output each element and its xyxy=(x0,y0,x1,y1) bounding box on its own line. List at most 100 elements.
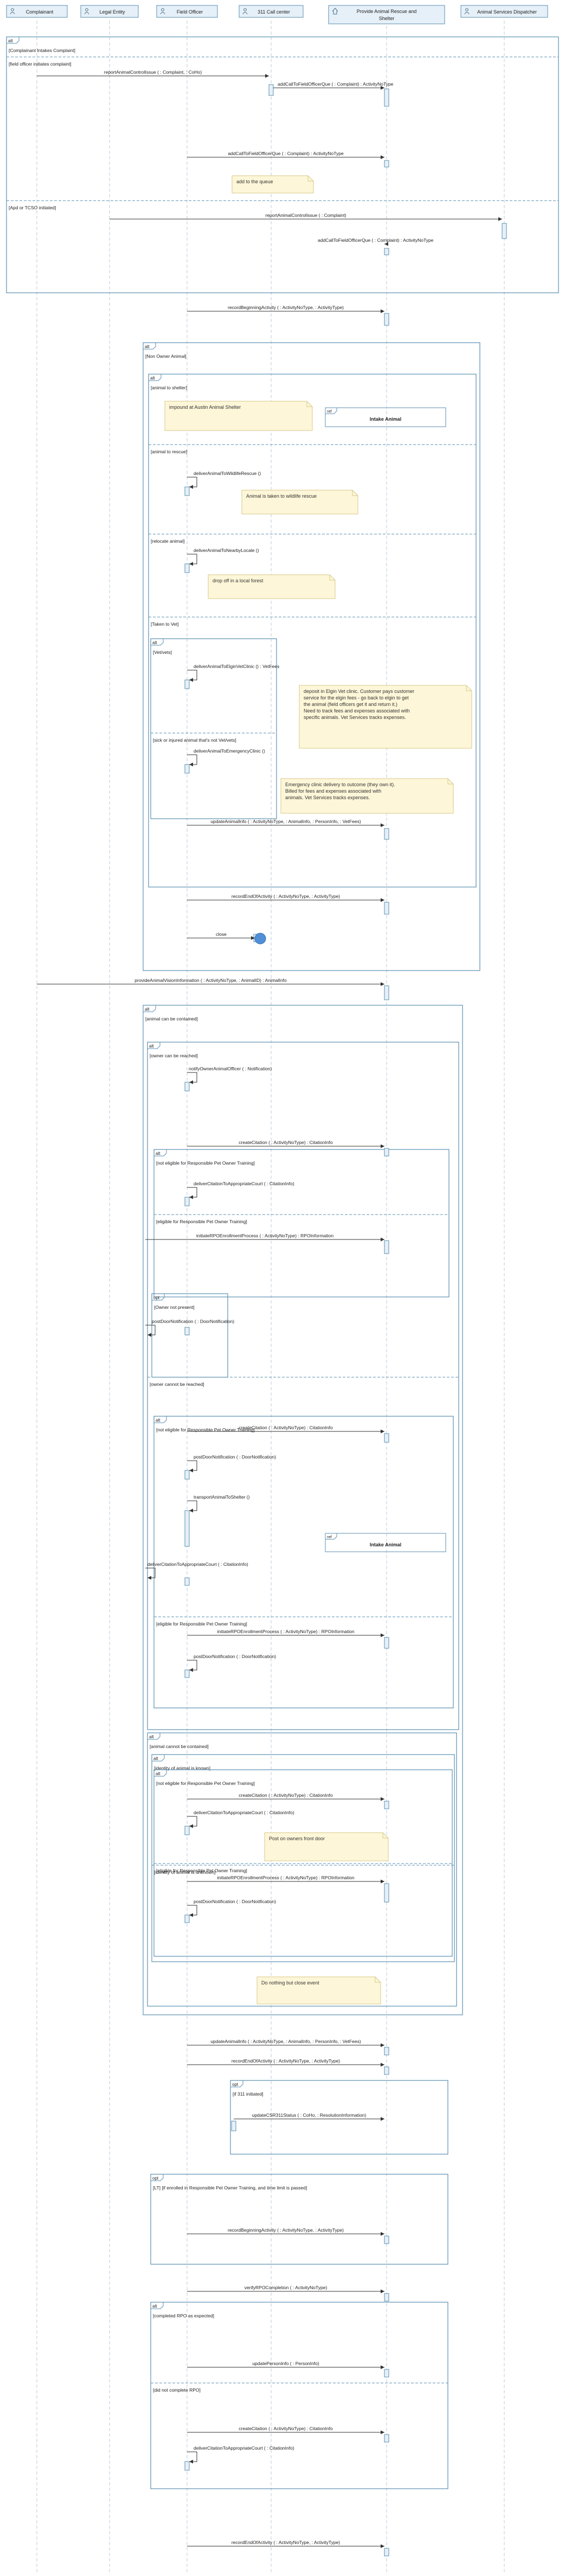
frame-guard: [eligible for Responsible Pet Owner Trai… xyxy=(156,1621,247,1627)
message-label: createCitation ( : ActivityNoType) : Cit… xyxy=(239,1425,333,1430)
activation-bar xyxy=(384,902,389,915)
frame-border xyxy=(150,2174,448,2265)
note-n7: Post on owners front door xyxy=(264,1832,389,1861)
activation-bar xyxy=(384,1637,389,1649)
note-body xyxy=(208,574,336,599)
frame-tag: alt xyxy=(152,2304,157,2309)
arrowhead xyxy=(189,762,193,767)
person-icon xyxy=(465,8,468,11)
ref-tag-box xyxy=(325,1533,337,1540)
note-text: drop off in a local forest xyxy=(213,578,264,583)
activations xyxy=(184,84,507,2556)
message-m20: createCitation ( : ActivityNoType) : Cit… xyxy=(187,1425,384,1434)
frame-guard: [not eligible for Responsible Pet Owner … xyxy=(156,1427,255,1432)
frame-tag: alt xyxy=(150,376,155,381)
note-fold xyxy=(307,176,313,182)
arrowhead xyxy=(381,309,384,313)
frame-tag-box xyxy=(152,1755,165,1762)
note-body xyxy=(256,1976,381,2005)
frame-guard: [identity of animal is known] xyxy=(154,1765,210,1771)
frame-tag-box xyxy=(154,1416,167,1423)
participant-name: Complainant xyxy=(26,9,54,15)
participant-name: Provide Animal Rescue and xyxy=(357,9,417,14)
message-m37: deliverCitationToAppropriateCourt ( : Ci… xyxy=(187,2445,294,2464)
frame-border xyxy=(150,638,277,819)
arrowhead xyxy=(147,1333,151,1337)
message-label: updateAnimalInfo ( : ActivityNoType, : A… xyxy=(210,2039,361,2044)
message-m9: deliverAnimalToElginVetClinic () : VetFe… xyxy=(187,664,279,682)
activation-bar xyxy=(184,1915,190,1923)
arrowhead xyxy=(498,217,502,221)
message-label: deliverAnimalToWildlifeRescue () xyxy=(194,471,261,476)
message-label: reportAnimalControlIssue ( : Complaint) xyxy=(265,213,346,218)
frame-border xyxy=(153,1416,454,1708)
activation-bar xyxy=(384,2548,389,2556)
message-m31: recordEndOfActivity ( : ActivityNoType, … xyxy=(187,2058,384,2067)
participant-name: Field Officer xyxy=(177,9,203,15)
message-label: deliverCitationToAppropriateCourt ( : Ci… xyxy=(194,2445,294,2451)
frame-tag-box xyxy=(151,2174,164,2181)
activation-bar xyxy=(184,1082,190,1091)
message-label: initiateRPOEnrollmentProcess ( : Activit… xyxy=(217,1629,354,1634)
note-body xyxy=(280,778,454,814)
frame-tag-box xyxy=(147,1733,160,1740)
frame-guard: [Owner not present] xyxy=(154,1305,195,1310)
frame-tag: alt xyxy=(156,1151,160,1156)
activation-bar xyxy=(384,2434,389,2443)
frame-guard: [not eligible for Responsible Pet Owner … xyxy=(156,1781,255,1786)
frame-guard: [owner cannot be reached] xyxy=(150,1382,204,1387)
arrowhead xyxy=(381,155,384,159)
message-label: deliverCitationToAppropriateCourt ( : Ci… xyxy=(194,1181,294,1186)
message-label: addCallToFieldOfficerQue ( : Complaint) … xyxy=(228,151,344,156)
arrowhead xyxy=(189,1913,193,1917)
frame-guard: [identity of animal is unknown] xyxy=(154,1870,215,1875)
activation-bar xyxy=(384,985,389,1000)
message-m23: deliverCitationToAppropriateCourt ( : Ci… xyxy=(145,1562,248,1580)
message-label: deliverCitationToAppropriateCourt ( : Ci… xyxy=(147,1562,248,1567)
note-text: Emergency clinic delivery to outcome (th… xyxy=(285,782,395,800)
frame-tag-box xyxy=(152,1294,165,1301)
message-label: recordEndOfActivity ( : ActivityNoType, … xyxy=(232,2058,340,2064)
activation-bar xyxy=(384,1883,389,1903)
message-label: notifyOwnerAnimalOfficer ( : Notificatio… xyxy=(189,1066,272,1071)
message-m29: postDoorNotification ( : DoorNotificatio… xyxy=(187,1899,276,1917)
arrowhead xyxy=(189,678,193,682)
activation-bar xyxy=(384,313,389,326)
activation-bar xyxy=(184,764,190,774)
arrowhead xyxy=(381,1797,384,1801)
message-m1: reportAnimalControlIssue ( : Complaint, … xyxy=(37,69,269,78)
message-m27: deliverCitationToAppropriateCourt ( : Ci… xyxy=(187,1810,294,1828)
frames: alt[Complainant Intakes Complaint][field… xyxy=(6,36,559,2489)
activation-bar xyxy=(384,1240,389,1254)
note-body xyxy=(232,175,314,194)
frame-f15: alt[completed RPO as expected][did not c… xyxy=(150,2302,448,2489)
activation-bar xyxy=(384,1801,389,1809)
frame-guard: [eligible for Responsible Pet Owner Trai… xyxy=(156,1868,247,1873)
frame-f5: alt[animal can be contained] xyxy=(143,1005,463,2015)
activation-bar xyxy=(184,1327,190,1335)
arrowhead xyxy=(251,936,255,940)
arrowhead xyxy=(189,1080,193,1084)
frame-border xyxy=(148,374,477,888)
message-m36: createCitation ( : ActivityNoType) : Cit… xyxy=(187,2426,384,2434)
arrowhead xyxy=(381,2430,384,2434)
arrowhead xyxy=(384,242,388,246)
frame-guard: [animal cannot be contained] xyxy=(150,1744,209,1749)
arrowhead xyxy=(189,1468,193,1473)
message-label: updateCSR311Status ( : CoHo, : Resolutio… xyxy=(252,2112,367,2118)
arrowhead xyxy=(381,898,384,902)
arrowhead xyxy=(381,2544,384,2548)
note-body xyxy=(241,490,358,515)
message-label: createCitation ( : ActivityNoType) : Cit… xyxy=(239,1793,333,1798)
message-m8: deliverAnimalToNearbyLocale () xyxy=(187,548,259,566)
message-label: reportAnimalControlIssue ( : Complaint, … xyxy=(104,69,202,75)
participant-box xyxy=(80,5,139,18)
frame-border xyxy=(153,1149,450,1297)
message-label: createCitation ( : ActivityNoType) : Cit… xyxy=(239,2426,333,2431)
arrowhead xyxy=(381,2289,384,2294)
person-icon-body xyxy=(242,12,248,15)
note-fold xyxy=(466,685,472,691)
arrowhead xyxy=(381,1879,384,1884)
